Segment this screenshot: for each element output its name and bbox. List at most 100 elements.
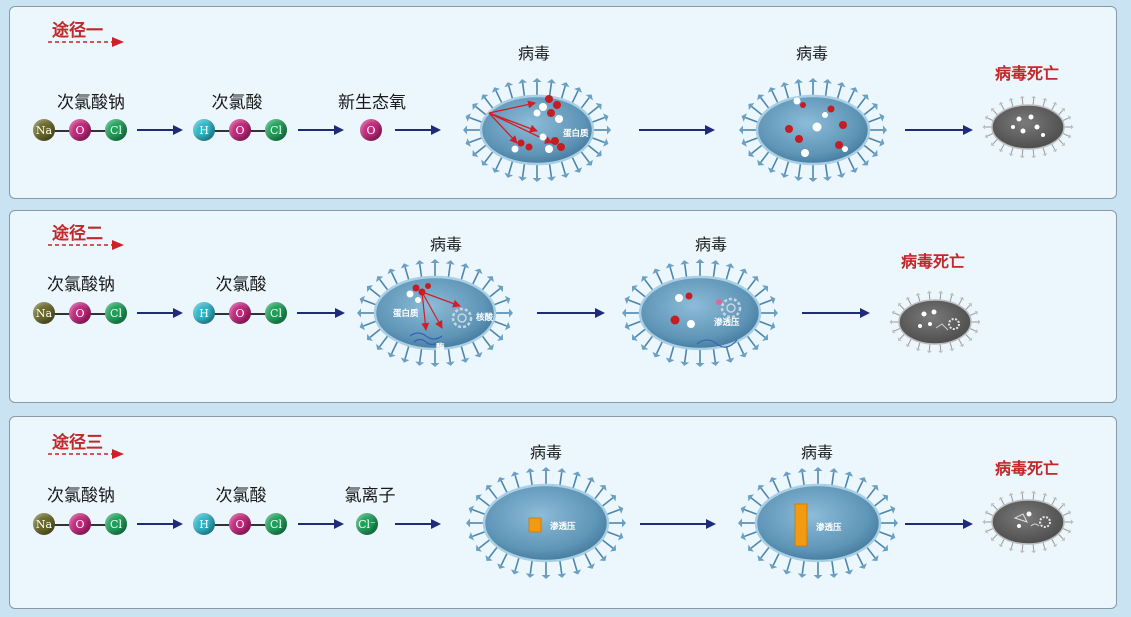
virus-spike (797, 82, 802, 97)
virus-spike (644, 278, 654, 292)
hypochlorous-acid-label: 次氯酸 (215, 275, 267, 295)
virus-spike-head (774, 308, 778, 318)
virus-spikes (357, 259, 513, 367)
virus-spike-head (998, 101, 1004, 106)
virus-body (898, 299, 972, 345)
virus-spike-head (491, 87, 501, 93)
virus-spike (488, 287, 501, 299)
virus-spike (1051, 143, 1056, 151)
virus-spike-head (836, 82, 846, 88)
virus-spike-head (695, 259, 705, 263)
virus-spike (508, 160, 514, 175)
virus-spike-head (1052, 101, 1058, 106)
virus-spike (949, 295, 953, 303)
virus-spike-head (622, 518, 626, 528)
virus-spike-head (497, 333, 504, 341)
virus-spike (471, 271, 480, 286)
virus-spike (893, 327, 901, 332)
virus-body (482, 483, 610, 563)
virus-spike-head (710, 361, 720, 366)
virus-spike (992, 504, 999, 511)
virus-inner (488, 95, 565, 153)
virus-spike-head (586, 477, 595, 483)
virus-spike-head (741, 113, 747, 122)
oxygen-atom: O (229, 513, 251, 535)
virus-spike (1057, 533, 1064, 540)
route-dashed-arrow-icon (48, 240, 124, 250)
virus-spike-head (1052, 543, 1058, 548)
virus-spike (949, 341, 953, 349)
virus-spike (1032, 98, 1035, 106)
virus-spike-head (585, 94, 593, 101)
virus-spike (369, 327, 382, 339)
virus-spike-head (938, 350, 944, 354)
virus-death-label: 病毒死亡 (994, 64, 1059, 83)
virus-spike (786, 557, 792, 571)
oxygen-atom: O (229, 302, 251, 324)
virus-spike (1051, 103, 1056, 111)
virus-spike (751, 105, 764, 116)
virus-spike-head (889, 532, 896, 541)
virus-spike (836, 85, 842, 100)
virus-spike (1000, 143, 1005, 151)
virus-spike (1062, 117, 1070, 122)
virus-spike (986, 527, 994, 532)
route-label: 途径三 (52, 433, 103, 453)
virus-spike-head (740, 532, 747, 541)
virus-spike (481, 334, 491, 348)
virus-spike (939, 343, 942, 351)
virus-spike (746, 278, 756, 292)
virus-spike (801, 471, 805, 487)
virus-spike (418, 347, 423, 363)
virus-spike-head (1042, 492, 1048, 496)
virus-spike (488, 546, 499, 559)
virus-spike (786, 475, 792, 489)
virus-spike-head (1042, 97, 1048, 101)
virus-spike (917, 341, 921, 349)
virus-spike-head (475, 544, 482, 552)
route-dashed-arrow-icon (48, 449, 124, 459)
virus-spike-head (387, 268, 396, 275)
hocl-molecule: H O Cl (193, 302, 293, 326)
virus-spike-head (769, 295, 776, 305)
route-label: 途径二 (52, 224, 103, 244)
virus-spike (493, 320, 507, 327)
virus-spike-head (982, 519, 985, 525)
sodium-atom: Na (33, 513, 55, 535)
virus-spike (847, 90, 855, 104)
virus-spike-head (959, 343, 965, 348)
virus-spike (460, 345, 466, 360)
flow-arrow-icon (537, 308, 605, 318)
virus-spike-head (1019, 550, 1025, 554)
virus-spike-head (757, 94, 765, 101)
virus-spike-head (572, 569, 582, 575)
virus-spike-head (1052, 148, 1058, 153)
virus-spike (514, 557, 520, 571)
virus-spike-head (1031, 550, 1037, 554)
virus-spike-head (400, 263, 410, 269)
virus-spike-head (366, 333, 373, 341)
virus-inner (1011, 114, 1045, 137)
virus-spike (488, 327, 501, 339)
virus-spike (493, 299, 507, 306)
virus-spike-head (1031, 95, 1037, 99)
virus-spikes (982, 490, 1074, 554)
virus-spike (586, 105, 599, 116)
virus-spike-head (757, 159, 765, 166)
virus-spike (867, 116, 881, 124)
virus-spike-head (641, 343, 649, 350)
virus-spikes (982, 95, 1074, 159)
virus-spike-head (889, 319, 892, 325)
virus-spike (753, 287, 766, 299)
virus-spike (736, 271, 745, 286)
virus-spike (958, 298, 963, 306)
virus-spike (969, 327, 977, 332)
virus-spike (1042, 100, 1046, 108)
virus-spike (560, 160, 566, 175)
virus-spike-head (475, 494, 482, 502)
virus-spike (964, 333, 971, 340)
virus-spike-head (898, 337, 902, 341)
virus-spike (712, 347, 717, 363)
virus-spike (1021, 493, 1024, 501)
virus-spike (772, 552, 781, 566)
